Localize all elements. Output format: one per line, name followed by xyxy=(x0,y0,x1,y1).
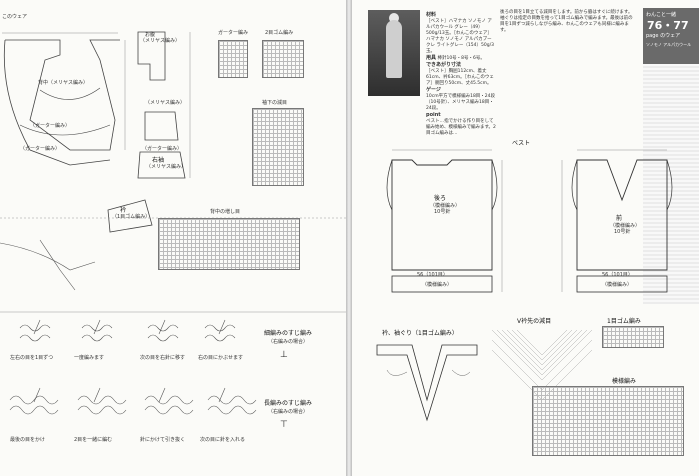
pattern-label: 模様編み xyxy=(612,378,637,385)
back-hem-label: （模様編み） xyxy=(422,282,453,288)
label-hood: （メリヤス編み） xyxy=(145,100,186,106)
sleeve-decrease-chart xyxy=(252,108,304,186)
left-page: このウェア 背中（メリヤス編み） （ガーター編み） （ガーター編み） お腹 （メ… xyxy=(0,0,346,476)
back-width: 56（101目） xyxy=(417,272,448,278)
technique1-sub: （右編みの場合） xyxy=(268,339,309,345)
size-text: ［ベスト］胸囲112cm、着丈61cm、衿63cm。［わんこのウェア］胴回り50… xyxy=(426,69,494,86)
legend-garter-title: ガーター編み xyxy=(218,30,249,36)
step3-caption: 次の目を右針に移す xyxy=(140,355,186,361)
pattern-chart xyxy=(532,386,684,456)
step5-caption: 最後の目をかけ xyxy=(10,437,46,443)
materials-text: ［ベスト］ハマナカ ソノモノ アルパカウール グレー（49）500g/13玉。［… xyxy=(426,19,494,54)
step1-caption: 左右の目を1目ずつ xyxy=(10,355,54,361)
step4-caption: 右の目にかぶせます xyxy=(198,355,244,361)
step6-caption: 2目を一緒に編む xyxy=(74,437,113,443)
rib1-chart xyxy=(602,326,664,348)
technique1-symbol: ⊥ xyxy=(280,350,288,360)
label-garter: （ガーター編み） xyxy=(30,123,71,129)
badge-unit: page のウェア xyxy=(646,33,681,39)
model-photo xyxy=(368,10,420,96)
book-gutter xyxy=(346,0,352,476)
technique1-title: 細編みのすじ編み xyxy=(264,330,313,337)
front-width: 56（101目） xyxy=(602,272,633,278)
label-collar: 衿 xyxy=(120,207,127,214)
step7-caption: 針にかけて引き抜く xyxy=(140,437,186,443)
label-collar-sub: （1目ゴム編み） xyxy=(112,214,151,220)
label-shoulder-sub: （メリヤス編み） xyxy=(146,164,187,170)
left-schematic-lines xyxy=(0,31,346,415)
technique2-title: 長編みのすじ編み xyxy=(264,400,313,407)
materials-heading: 材料 xyxy=(426,12,437,18)
badge-small: わんこと一緒 xyxy=(646,12,677,18)
front-title: 前 xyxy=(616,215,623,222)
model-figure xyxy=(386,20,402,78)
label-shoulder: 右袖 xyxy=(152,157,165,164)
front-hem-label: （模様編み） xyxy=(602,282,633,288)
step8-caption: 次の目に針を入れる xyxy=(200,437,246,443)
legend-back-title: 背中の増し目 xyxy=(210,209,241,215)
front-sub: （模様編み） xyxy=(610,223,641,229)
model-head xyxy=(389,13,399,23)
legend-rib2-title: 2目ゴム編み xyxy=(265,30,294,36)
gauge-text: 10cm平方で模様編み18目・24段（10号針）、メリヤス編み18目・24段。 xyxy=(426,94,496,111)
rib2-chart xyxy=(262,40,304,78)
badge-page-number: 76・77 xyxy=(647,19,689,32)
label-tummy-sub: （メリヤス編み） xyxy=(140,38,181,44)
label-back: 背中（メリヤス編み） xyxy=(38,80,89,86)
top-label: このウェア xyxy=(2,14,28,20)
gauge-heading: ゲージ xyxy=(426,87,441,93)
back-sub: （模様編み） xyxy=(430,203,461,209)
technique2-symbol: ⊤ xyxy=(280,420,288,430)
badge-sub: ソノモノ アルパカウール xyxy=(646,42,692,47)
vest-label: ベスト xyxy=(512,140,531,147)
yarn-swatch xyxy=(643,64,699,304)
front-needle: 10号針 xyxy=(614,229,631,235)
label-garter-2: （ガーター編み） xyxy=(20,146,61,152)
back-title: 後ろ xyxy=(434,195,447,202)
right-page: 材料 ［ベスト］ハマナカ ソノモノ アルパカウール グレー（49）500g/13… xyxy=(352,0,699,476)
neck-label: 衿、袖ぐり（1目ゴム編み） xyxy=(382,330,458,337)
garter-chart xyxy=(218,40,248,78)
back-increase-chart xyxy=(158,218,300,270)
point-heading: point xyxy=(426,112,441,118)
needles-text: 棒針10号・8号・6号。 xyxy=(437,56,485,61)
point-text: ベスト…指でかける作り目をして編み始め、模様編みで編みます。2目ゴム編みは… xyxy=(426,119,496,136)
label-tummy-title: お腹 xyxy=(145,32,156,38)
right-schematic-lines xyxy=(376,149,673,422)
step2-caption: 一度編みます xyxy=(74,355,105,361)
technique2-sub: （右編みの場合） xyxy=(268,409,309,415)
label-tummy-garter: （ガーター編み） xyxy=(142,146,183,152)
page-badge: わんこと一緒 76・77 page のウェア ソノモノ アルパカウール xyxy=(643,8,699,64)
v-decrease-label: V衿先の減目 xyxy=(517,318,552,325)
size-heading: できあがり寸法 xyxy=(426,62,462,68)
rib1-label: 1目ゴム編み xyxy=(607,318,641,325)
back-needle: 10号針 xyxy=(434,209,451,215)
instructions-paragraph: 後ろの目を1目立てる減目をします。前から脇はすぐに続けます。袖ぐりは指定の目数を… xyxy=(500,10,633,33)
needles-heading: 用具 xyxy=(426,55,437,61)
legend-sleeve-title: 袖下の減目 xyxy=(262,100,288,106)
materials-block: 材料 ［ベスト］ハマナカ ソノモノ アルパカウール グレー（49）500g/13… xyxy=(426,12,496,137)
